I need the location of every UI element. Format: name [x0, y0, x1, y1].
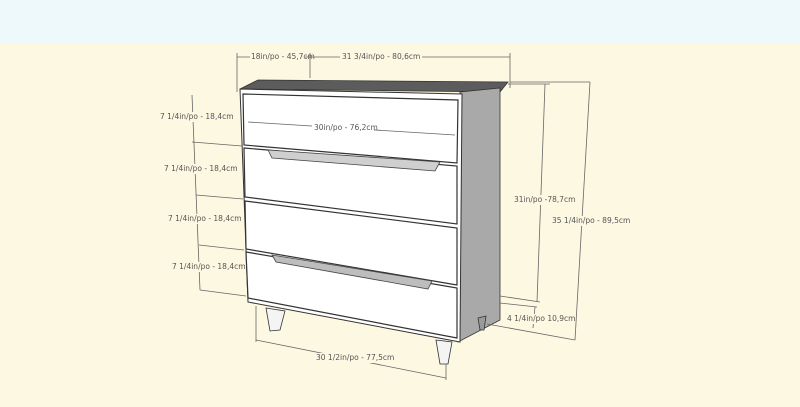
drawer-width-label: 30in/po - 76,2cm — [314, 123, 378, 132]
cabinet-top — [239, 79, 509, 93]
depth-label: 18in/po - 45,7cm — [251, 52, 315, 61]
leg-height-label: 4 1/4in/po 10,9cm — [507, 314, 575, 323]
top-width-label: 31 3/4in/po - 80,6cm — [342, 52, 420, 61]
total-height-label: 35 1/4in/po - 89,5cm — [552, 216, 630, 225]
drawer-handles — [267, 149, 441, 290]
drawer-3-height-label: 7 1/4in/po - 18,4cm — [168, 214, 242, 223]
cabinet-side — [457, 87, 501, 343]
leg-back-right — [477, 315, 487, 331]
drawer-3 — [244, 200, 458, 286]
leg-front-right — [435, 339, 453, 365]
handle-bottom — [271, 254, 433, 290]
drawer-1-height-label: 7 1/4in/po - 18,4cm — [160, 112, 234, 121]
drawer-2-height-label: 7 1/4in/po - 18,4cm — [164, 164, 238, 173]
body-height-label: 31in/po -78,7cm — [514, 195, 575, 204]
legs — [265, 307, 487, 365]
drawer-4-height-label: 7 1/4in/po - 18,4cm — [172, 262, 246, 271]
leg-front-left — [265, 307, 286, 332]
base-width-label: 30 1/2in/po - 77,5cm — [316, 353, 394, 362]
sky-background — [0, 0, 800, 44]
handle-top — [267, 149, 441, 172]
